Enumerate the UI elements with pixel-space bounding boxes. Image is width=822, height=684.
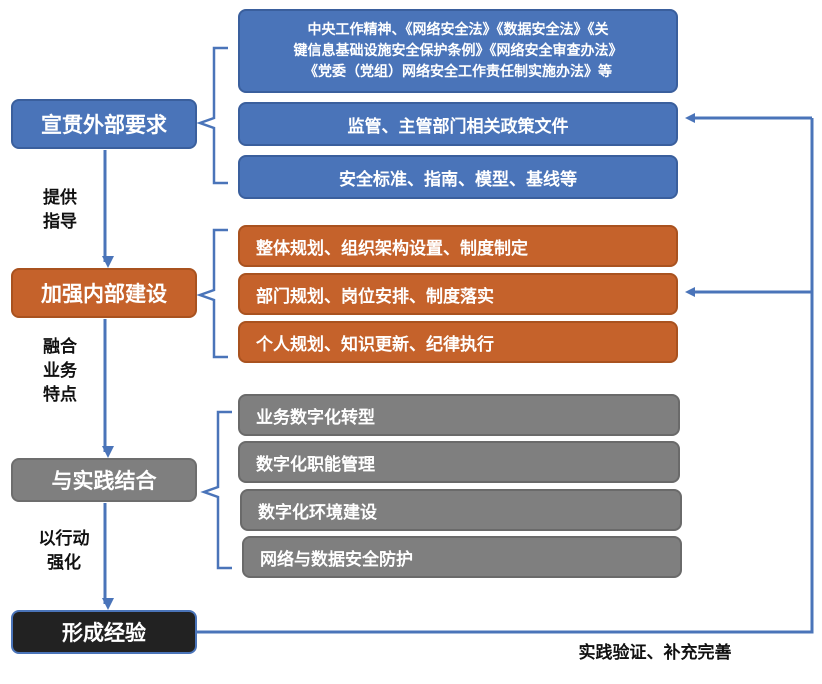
stage-strengthen-internal-building: 加强内部建设 (11, 268, 197, 318)
transition-label-2: 融合 业务 特点 (43, 337, 77, 405)
transition-label-1: 提供 指导 (43, 188, 77, 232)
brace-practice (200, 410, 232, 570)
laws-regulations-box: 中央工作精神、《网络安全法》《数据安全法》《关 键信息基础设施安全保护条例》《网… (238, 9, 678, 93)
standards-label: 安全标准、指南、模型、基线等 (339, 169, 577, 190)
policy-documents-label: 监管、主管部门相关政策文件 (347, 116, 569, 137)
stage-form-experience: 形成经验 (11, 610, 197, 654)
laws-line-1: 中央工作精神、《网络安全法》《数据安全法》《关 (307, 21, 609, 38)
stage-3-label: 与实践结合 (51, 469, 157, 493)
feedback-loop-line (196, 118, 814, 634)
laws-line-2: 键信息基础设施安全保护条例》《网络安全审查办法》 (293, 42, 623, 59)
stage-1-label: 宣贯外部要求 (41, 113, 167, 137)
feedback-label: 实践验证、补充完善 (578, 643, 732, 663)
internal-item-personal: 个人规划、知识更新、纪律执行 (238, 321, 678, 363)
stage-publicize-external-requirements: 宣贯外部要求 (11, 99, 197, 149)
practice-item-business-digital: 业务数字化转型 (238, 394, 680, 436)
laws-line-3: 《党委（党组）网络安全工作责任制实施办法》等 (304, 63, 612, 80)
brace-external (196, 46, 228, 185)
policy-documents-box: 监管、主管部门相关政策文件 (238, 102, 678, 146)
brace-internal (196, 228, 228, 359)
stage-4-label: 形成经验 (62, 621, 146, 645)
internal-item-department: 部门规划、岗位安排、制度落实 (238, 273, 678, 315)
practice-item-digital-environment: 数字化环境建设 (240, 489, 682, 531)
practice-item-security-protection: 网络与数据安全防护 (242, 536, 682, 578)
internal-item-overall: 整体规划、组织架构设置、制度制定 (238, 225, 678, 267)
stage-2-label: 加强内部建设 (41, 282, 167, 306)
stage-combine-with-practice: 与实践结合 (11, 458, 197, 502)
practice-item-digital-function: 数字化职能管理 (238, 441, 680, 483)
standards-box: 安全标准、指南、模型、基线等 (238, 155, 678, 199)
transition-label-3: 以行动 强化 (38, 529, 90, 573)
